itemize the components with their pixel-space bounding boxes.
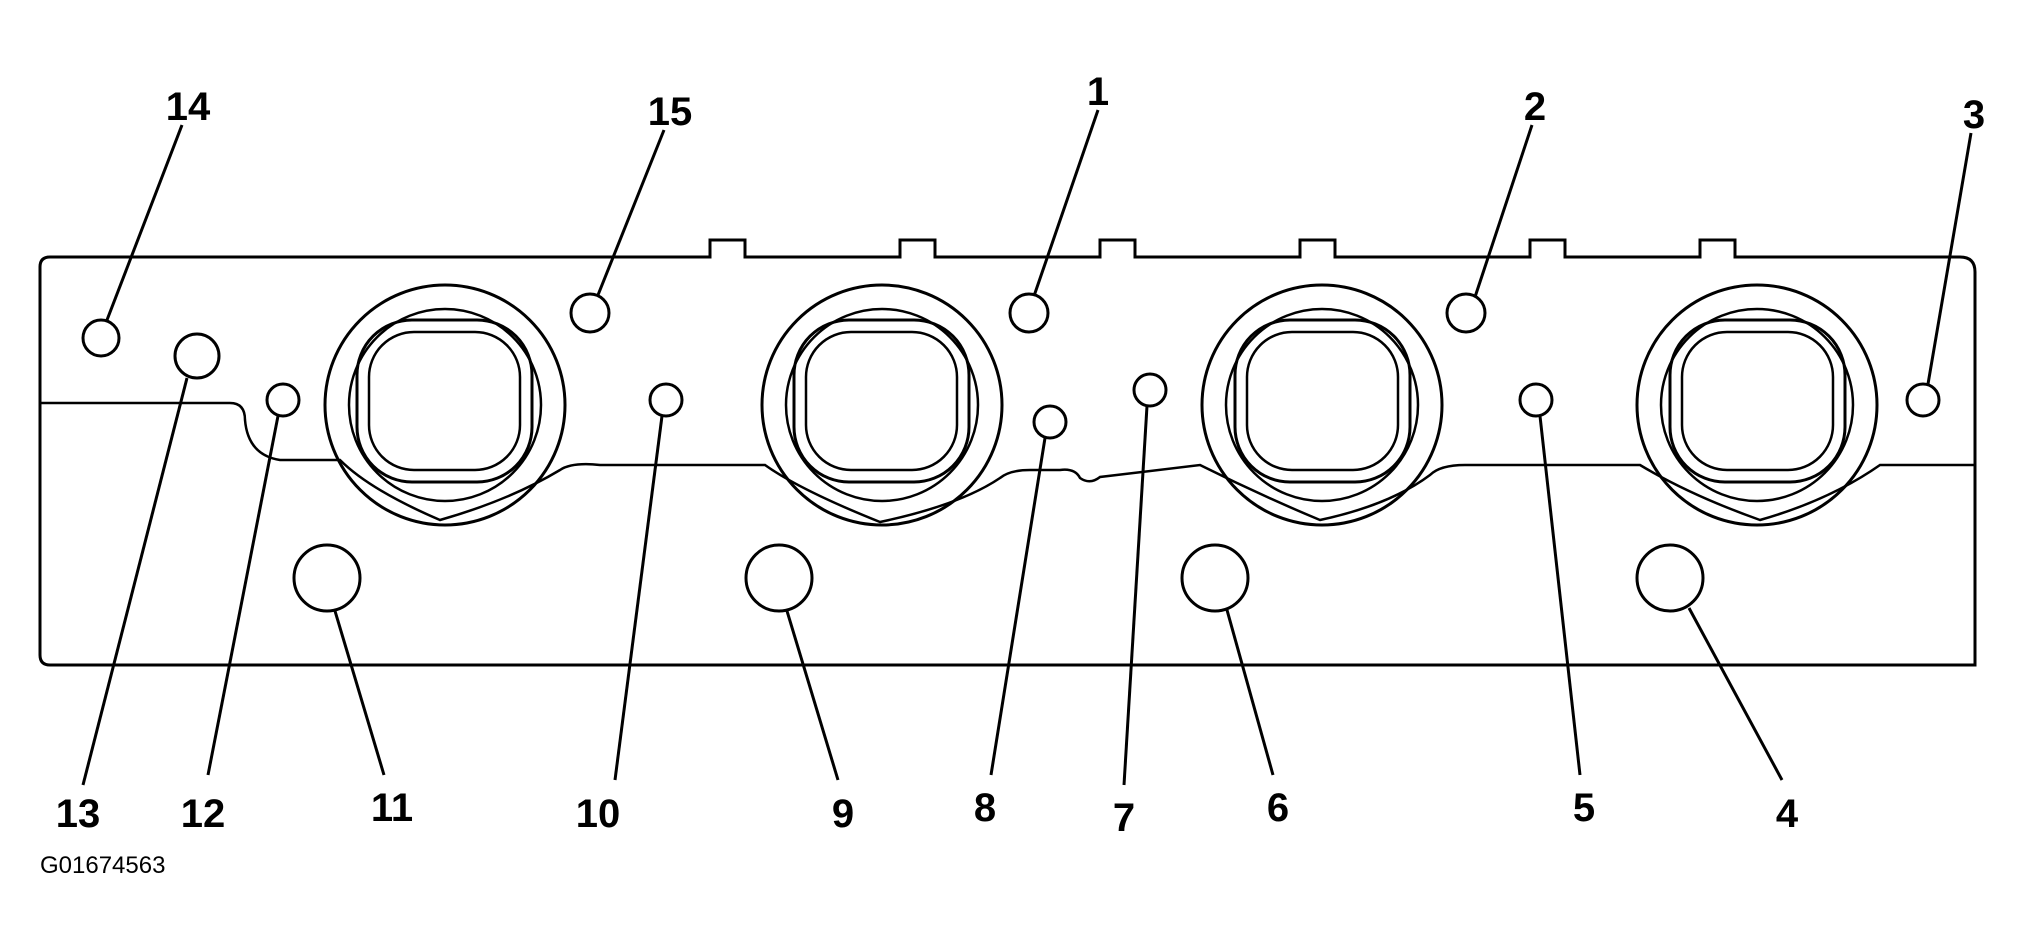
leader-1: [1032, 109, 1100, 297]
hole-6: [1180, 543, 1250, 613]
leader-5: [1538, 415, 1582, 776]
callout-label-4: 4: [1776, 792, 1799, 836]
callout-label-2: 2: [1524, 85, 1546, 129]
hole-2: [1445, 292, 1487, 334]
callout-label-6: 6: [1267, 786, 1289, 830]
hole-13: [173, 332, 221, 380]
callout-label-5: 5: [1573, 786, 1595, 830]
leader-11: [333, 610, 386, 776]
hole-4: [1635, 543, 1705, 613]
callout-label-1: 1: [1087, 70, 1109, 114]
hole-11: [292, 543, 362, 613]
hole-8: [1032, 404, 1068, 440]
leader-2: [1473, 124, 1534, 298]
leader-3: [1926, 132, 1973, 385]
callout-label-9: 9: [832, 792, 854, 836]
leader-12: [206, 415, 280, 776]
hole-14: [81, 318, 121, 358]
figure-id: G01674563: [40, 852, 165, 879]
callout-label-7: 7: [1113, 796, 1135, 840]
leader-6: [1225, 609, 1275, 776]
leader-9: [785, 610, 840, 781]
leader-10: [613, 415, 664, 781]
callout-label-8: 8: [974, 786, 996, 830]
hole-5: [1518, 382, 1554, 418]
hole-15: [569, 292, 611, 334]
leader-4: [1687, 607, 1784, 781]
callout-label-13: 13: [56, 792, 101, 836]
leader-8: [989, 437, 1047, 776]
hole-3: [1905, 382, 1941, 418]
hole-1: [1008, 292, 1050, 334]
callout-label-3: 3: [1963, 93, 1985, 137]
callout-label-12: 12: [181, 792, 226, 836]
callout-label-10: 10: [576, 792, 621, 836]
hole-7: [1132, 372, 1168, 408]
hole-12: [265, 382, 301, 418]
hole-9: [744, 543, 814, 613]
callout-label-11: 11: [371, 786, 413, 830]
port-2: [760, 283, 1004, 527]
leader-14: [105, 124, 184, 321]
leader-7: [1122, 405, 1149, 786]
port-1: [323, 283, 567, 527]
callout-label-15: 15: [648, 90, 693, 134]
gasket-inner-contour: [40, 401, 1975, 524]
leader-13: [81, 377, 189, 786]
leader-15: [596, 129, 666, 296]
callout-label-14: 14: [166, 85, 211, 129]
port-4: [1635, 283, 1879, 527]
gasket-outline: [38, 238, 1977, 667]
port-3: [1200, 283, 1444, 527]
hole-10: [648, 382, 684, 418]
